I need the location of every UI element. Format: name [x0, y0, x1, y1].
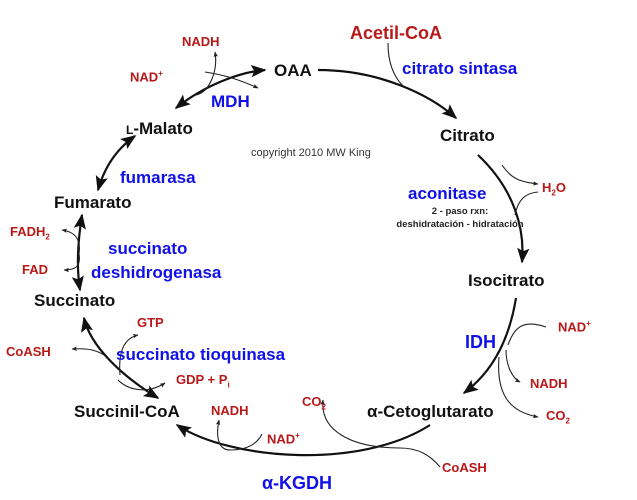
enzyme-citrato-sintasa: citrato sintasa — [402, 59, 518, 78]
aconitase-note-1: 2 - paso rxn: — [431, 206, 489, 217]
metabolite-citrato: Citrato — [440, 126, 495, 145]
enzyme-idh: IDH — [465, 332, 496, 352]
enzyme-mdh: MDH — [211, 92, 250, 111]
enzyme-succinato-deshidrogenasa-2: deshidrogenasa — [91, 263, 222, 282]
metabolite-succinil-coa: Succinil-CoA — [74, 402, 180, 421]
cofactor-mdh-nadh: NADH — [182, 34, 220, 49]
arrow-oaa-citrato — [317, 68, 458, 120]
kgdh-co2-text: CO — [302, 394, 322, 409]
arrow-fumarato-malato — [95, 135, 137, 192]
malato-l-prefix: L — [126, 123, 134, 137]
cofactor-mdh-nad: NAD+ — [130, 69, 163, 85]
mdh-nad-sup: + — [158, 69, 163, 78]
malato-label: -Malato — [133, 119, 193, 138]
enzyme-succinato-tioquinasa: succinato tioquinasa — [116, 345, 286, 364]
idh-nad-text: NAD — [558, 319, 587, 335]
cofactor-kgdh-nadh: NADH — [211, 403, 249, 418]
aconitase-note-2: deshidratación - hidratación — [396, 219, 524, 230]
arrow-isocitrato-akg — [462, 297, 518, 394]
h2o-sub: 2 — [551, 188, 556, 198]
cofactor-idh-nadh: NADH — [530, 376, 568, 391]
cofactor-fadh2: FADH2 — [10, 225, 50, 242]
cofactor-kgdh-nad: NAD+ — [267, 431, 300, 447]
metabolite-l-malato: L-Malato — [126, 120, 193, 137]
metabolite-oaa: OAA — [274, 61, 312, 80]
cofactor-idh-co2: CO2 — [546, 409, 570, 426]
metabolite-succinato: Succinato — [34, 291, 116, 310]
metabolite-isocitrato: Isocitrato — [468, 271, 545, 290]
enzyme-akgdh: α-KGDH — [262, 473, 333, 493]
enzyme-fumarasa: fumarasa — [120, 168, 196, 187]
fadh2-text: FADH — [10, 224, 46, 239]
arrow-succinato-fumarato — [71, 213, 86, 292]
gdp-pi-text: GDP + P — [176, 372, 228, 387]
cofactor-stk-coash: CoASH — [6, 344, 51, 359]
enzyme-succinato-deshidrogenasa-1: succinato — [108, 239, 188, 258]
kgdh-co2-sub: 2 — [321, 402, 326, 412]
arrow-citrato-isocitrato — [477, 154, 530, 264]
metabolite-acetil-coa: Acetil-CoA — [350, 23, 443, 43]
copyright-text: copyright 2010 MW King — [251, 147, 371, 159]
idh-co2-sub: 2 — [565, 416, 570, 426]
cofactor-kgdh-co2: CO2 — [302, 395, 326, 412]
metabolite-alfa-cetoglutarato: α-Cetoglutarato — [367, 402, 494, 421]
arrow-akg-succinilcoa — [175, 424, 431, 457]
kgdh-nad-text: NAD — [267, 431, 296, 447]
mdh-nad-text: NAD — [130, 69, 159, 85]
cofactor-gdp-pi: GDP + Pi — [176, 373, 230, 390]
kgdh-nad-sup: + — [295, 431, 300, 440]
fadh2-sub: 2 — [45, 232, 50, 242]
cofactor-h2o: H2O — [542, 181, 566, 198]
cofactor-idh-nad: NAD+ — [558, 319, 591, 335]
idh-nad-sup: + — [586, 319, 591, 328]
h2o-h: H — [542, 180, 552, 195]
enzyme-aconitase: aconitase — [408, 184, 487, 203]
idh-co2-text: CO — [546, 408, 566, 423]
arrow-malato-oaa — [174, 64, 267, 109]
cofactor-kgdh-coash: CoASH — [442, 460, 487, 475]
metabolite-fumarato: Fumarato — [54, 193, 132, 212]
cofactor-fad: FAD — [22, 262, 48, 277]
h2o-o: O — [555, 180, 566, 195]
cofactor-gtp: GTP — [137, 315, 164, 330]
arrow-succinilcoa-succinato — [81, 316, 160, 399]
gdp-pi-sub: i — [227, 380, 230, 390]
